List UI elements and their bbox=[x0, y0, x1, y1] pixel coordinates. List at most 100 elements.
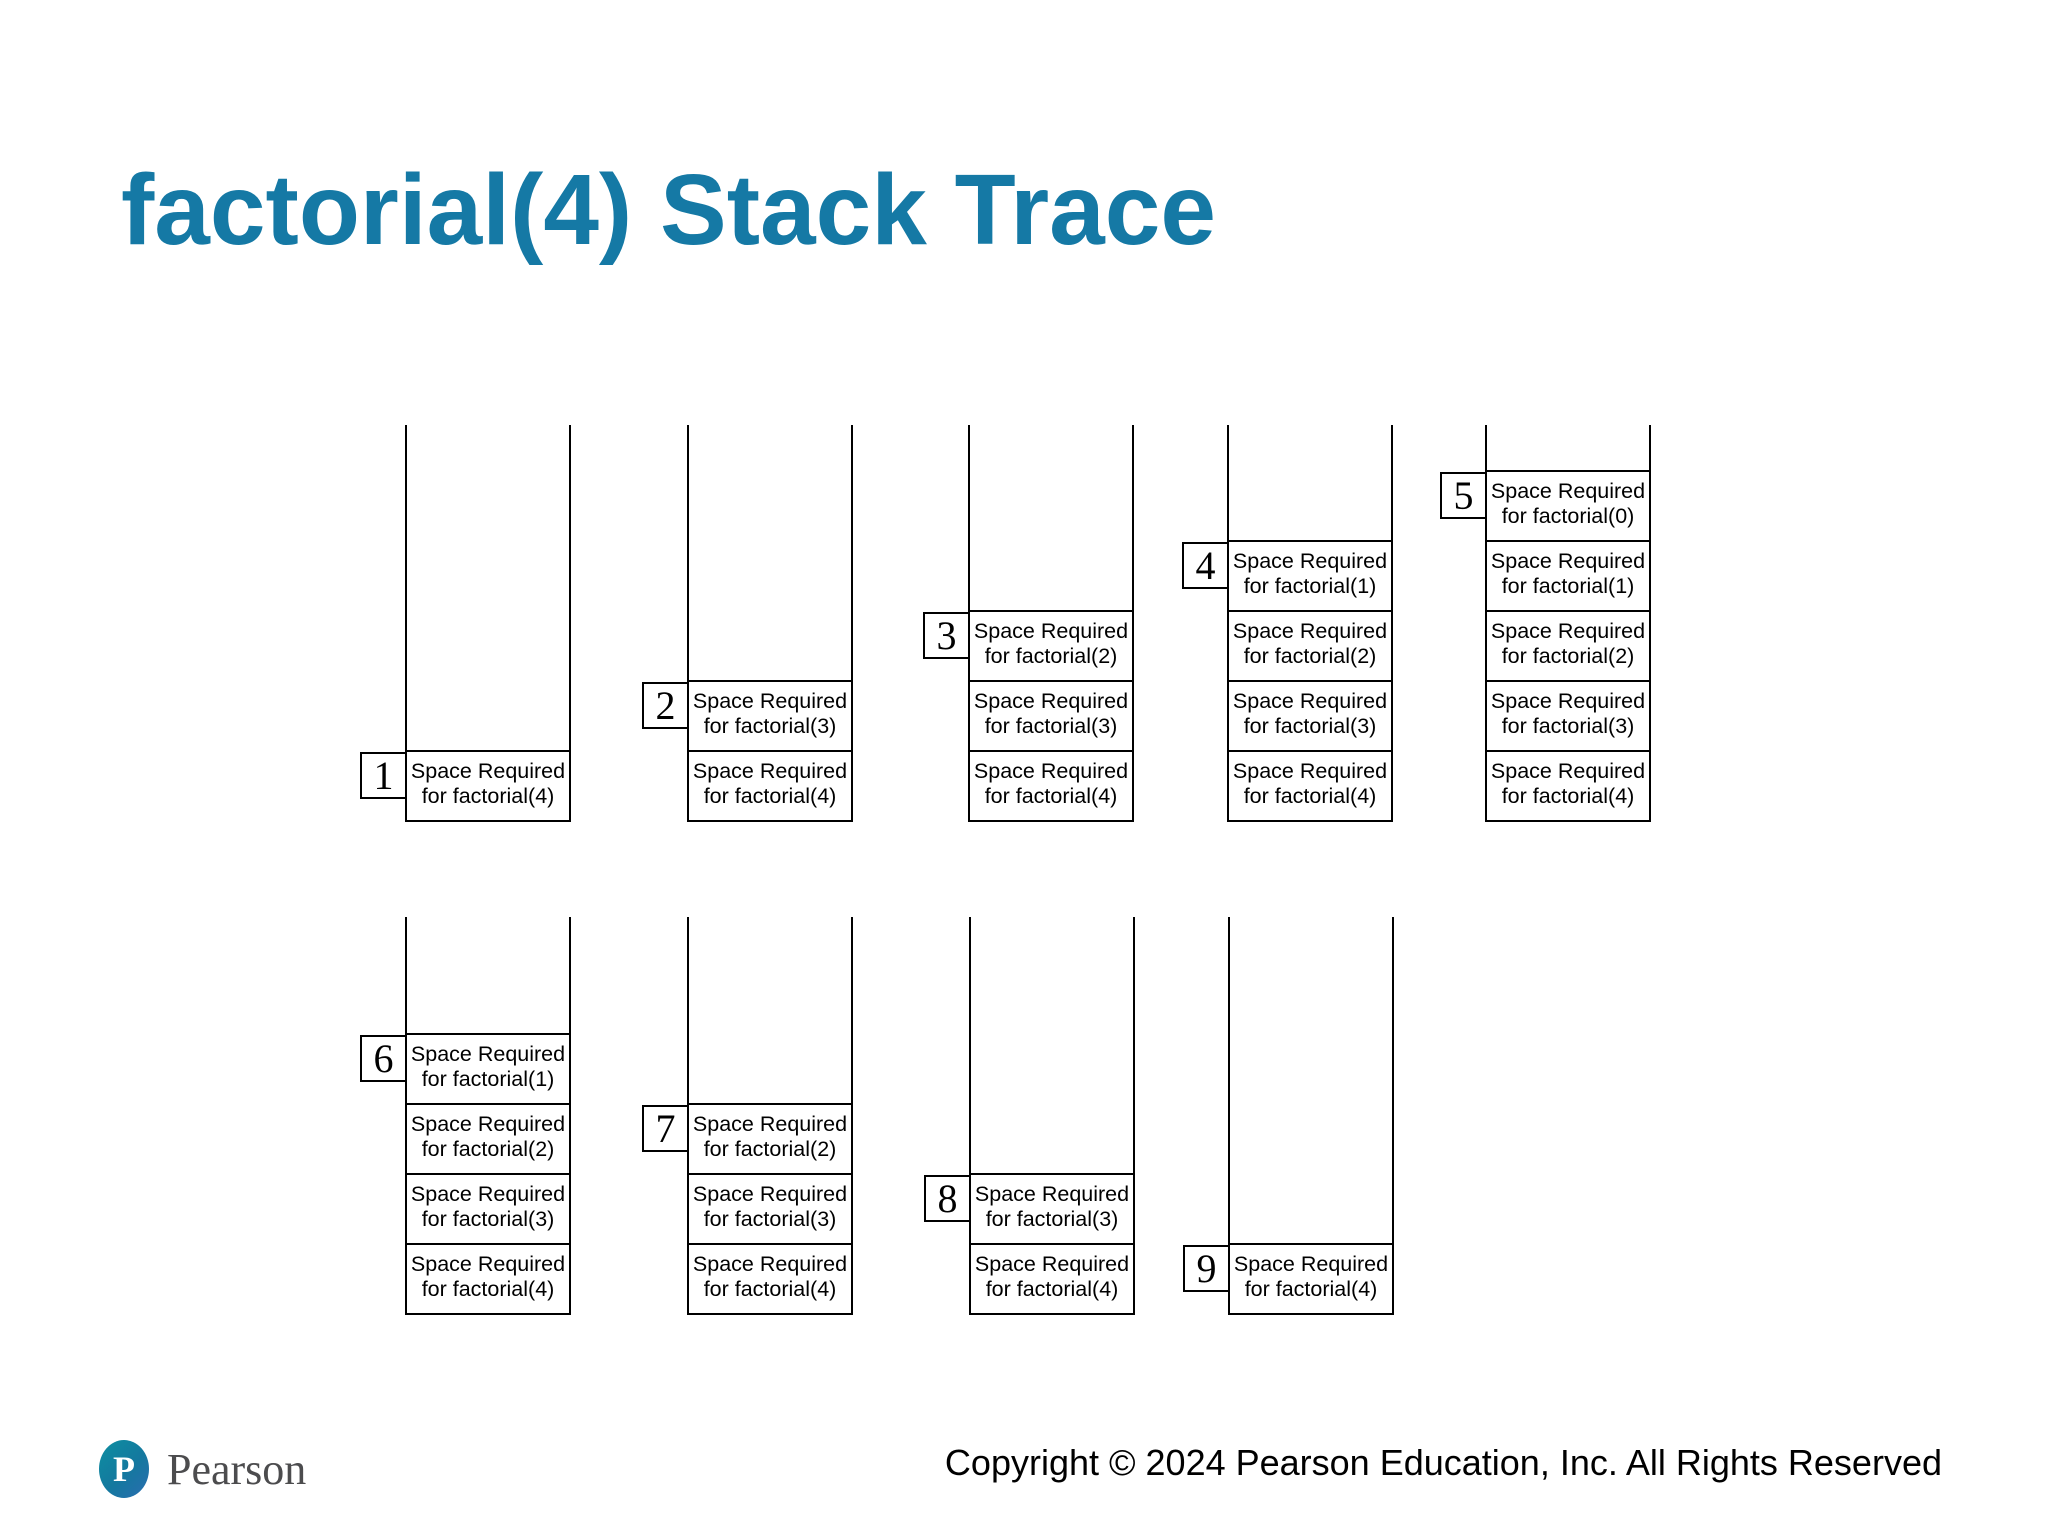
stack-number-label: 5 bbox=[1440, 472, 1487, 519]
box-line: Space Required bbox=[692, 689, 848, 713]
box-line: Space Required bbox=[410, 759, 566, 783]
box-line: for factorial(4) bbox=[703, 1277, 837, 1301]
stack-number-label: 8 bbox=[924, 1175, 971, 1222]
pearson-logo-text: Pearson bbox=[167, 1444, 307, 1494]
page-title: factorial(4) Stack Trace bbox=[121, 154, 1216, 266]
box-line: Space Required bbox=[1233, 1252, 1389, 1276]
box-line: for factorial(1) bbox=[1501, 574, 1635, 598]
box-line: for factorial(3) bbox=[1243, 714, 1377, 738]
box-line: Space Required bbox=[1490, 479, 1646, 503]
box-line: Space Required bbox=[1232, 549, 1388, 573]
box-line: Space Required bbox=[1232, 689, 1388, 713]
box-line: Space Required bbox=[1490, 619, 1646, 643]
pearson-logo-letter: P bbox=[113, 1449, 135, 1489]
stack-number-label: 2 bbox=[642, 682, 689, 729]
box-line: Space Required bbox=[692, 759, 848, 783]
box-line: for factorial(2) bbox=[1243, 644, 1377, 668]
box-line: for factorial(4) bbox=[1501, 784, 1635, 808]
box-line: for factorial(3) bbox=[985, 1207, 1119, 1231]
box-line: Space Required bbox=[973, 689, 1129, 713]
box-line: for factorial(3) bbox=[703, 1207, 837, 1231]
stack-number-label: 6 bbox=[360, 1035, 407, 1082]
pearson-logo: P Pearson bbox=[99, 1440, 306, 1498]
box-line: Space Required bbox=[692, 1252, 848, 1276]
box-line: Space Required bbox=[1490, 759, 1646, 783]
box-line: for factorial(0) bbox=[1501, 504, 1635, 528]
box-line: Space Required bbox=[974, 1182, 1130, 1206]
box-line: for factorial(4) bbox=[1244, 1277, 1378, 1301]
stack-number-label: 7 bbox=[642, 1105, 689, 1152]
copyright-text: Copyright © 2024 Pearson Education, Inc.… bbox=[944, 1442, 1942, 1483]
stack-number-label: 4 bbox=[1182, 542, 1229, 589]
box-line: Space Required bbox=[1490, 689, 1646, 713]
box-line: for factorial(3) bbox=[421, 1207, 555, 1231]
box-line: Space Required bbox=[410, 1252, 566, 1276]
box-line: for factorial(2) bbox=[984, 644, 1118, 668]
box-line: for factorial(4) bbox=[984, 784, 1118, 808]
box-line: Space Required bbox=[1232, 759, 1388, 783]
box-line: Space Required bbox=[973, 759, 1129, 783]
box-line: for factorial(2) bbox=[703, 1137, 837, 1161]
box-line: for factorial(3) bbox=[984, 714, 1118, 738]
stack-number-label: 9 bbox=[1183, 1245, 1230, 1292]
box-line: for factorial(1) bbox=[1243, 574, 1377, 598]
box-line: Space Required bbox=[973, 619, 1129, 643]
box-line: for factorial(2) bbox=[421, 1137, 555, 1161]
box-line: Space Required bbox=[410, 1182, 566, 1206]
box-line: Space Required bbox=[974, 1252, 1130, 1276]
box-line: for factorial(4) bbox=[421, 784, 555, 808]
box-line: for factorial(4) bbox=[1243, 784, 1377, 808]
box-line: Space Required bbox=[1490, 549, 1646, 573]
stack-number-label: 3 bbox=[923, 612, 970, 659]
box-line: for factorial(4) bbox=[421, 1277, 555, 1301]
pearson-logo-icon: P bbox=[99, 1440, 149, 1498]
box-line: Space Required bbox=[410, 1042, 566, 1066]
box-line: for factorial(2) bbox=[1501, 644, 1635, 668]
box-line: Space Required bbox=[692, 1182, 848, 1206]
stack-number-label: 1 bbox=[360, 752, 407, 799]
box-line: for factorial(3) bbox=[1501, 714, 1635, 738]
box-line: Space Required bbox=[410, 1112, 566, 1136]
